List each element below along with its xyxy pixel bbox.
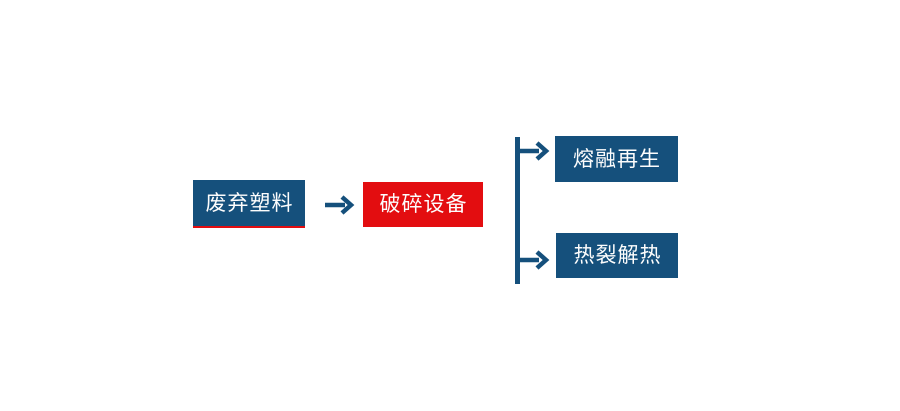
branch-arrow-bottom-icon: [517, 250, 550, 270]
node-pyrolysis-heat-label: 热裂解热: [573, 243, 662, 267]
arrow-right-icon: [325, 195, 355, 215]
node-melt-regeneration-label: 熔融再生: [573, 146, 661, 171]
node-crushing-equipment-label: 破碎设备: [379, 192, 468, 216]
node-melt-regeneration: 熔融再生: [555, 136, 678, 182]
node-pyrolysis-heat: 热裂解热: [556, 233, 678, 278]
node-waste-plastic: 废弃塑料: [193, 180, 305, 228]
node-crushing-equipment: 破碎设备: [363, 182, 483, 227]
node-waste-plastic-label: 废弃塑料: [205, 190, 294, 215]
branch-arrow-top-icon: [517, 141, 550, 161]
branch-bracket-connector: [515, 137, 550, 284]
